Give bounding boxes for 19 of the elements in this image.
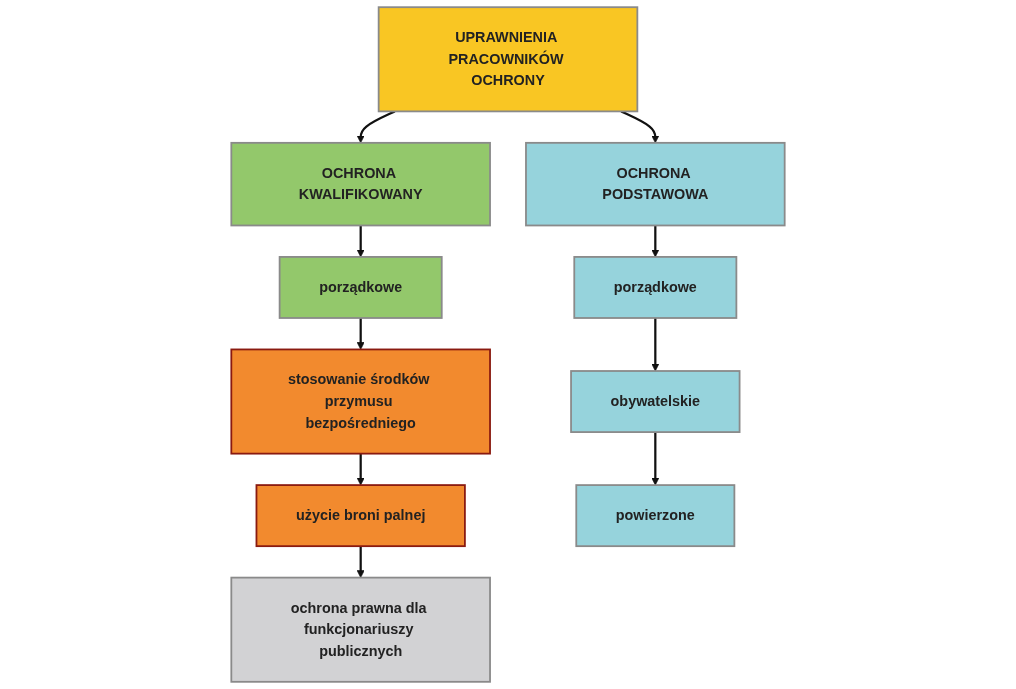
node-box: OCHRONA KWALIFIKOWANY <box>230 141 491 227</box>
node-box: porządkowe <box>573 256 738 319</box>
node-box: stosowanie środków przymusu bezpośredniego <box>230 348 491 455</box>
arrow <box>356 453 365 486</box>
node-box: UPRAWNIENIA PRACOWNIKÓW OCHRONY <box>377 6 639 113</box>
node-box: powierzone <box>575 484 736 548</box>
node-box: użycie broni palnej <box>255 484 466 548</box>
arrow <box>651 225 660 258</box>
node-box: porządkowe <box>278 256 443 319</box>
node-box: ochrona prawna dla funkcjonariuszy publicznych <box>230 576 491 683</box>
node-box: obywatelskie <box>570 370 741 433</box>
arrow <box>620 110 660 144</box>
arrow <box>651 432 660 486</box>
arrow <box>356 110 396 144</box>
arrow <box>356 546 365 578</box>
node-box: OCHRONA PODSTAWOWA <box>525 141 786 227</box>
arrow <box>356 318 365 350</box>
arrow <box>356 225 365 258</box>
arrow <box>651 318 660 372</box>
